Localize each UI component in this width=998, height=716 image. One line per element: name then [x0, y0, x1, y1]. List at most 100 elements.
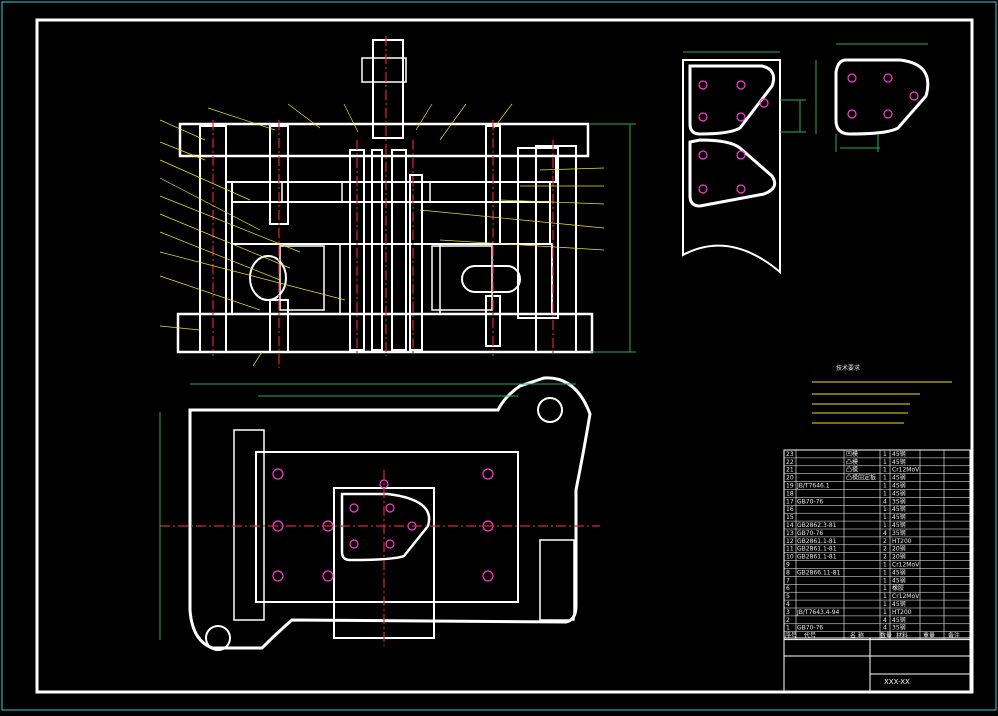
part-number: 13 — [786, 530, 794, 537]
part-qty: 2 — [883, 546, 887, 553]
part-number: 22 — [786, 459, 794, 466]
strip-layout-view — [682, 51, 806, 275]
part-qty: 1 — [883, 506, 887, 513]
part-number: 4 — [786, 601, 790, 608]
part-number: 7 — [786, 577, 790, 584]
part-number: 16 — [786, 506, 794, 513]
part-code: GB2866.11-81 — [797, 569, 841, 576]
part-qty: 1 — [883, 514, 887, 521]
part-material: 45钢 — [892, 482, 906, 490]
part-material: 35钢 — [892, 497, 906, 505]
part-code: JB/T7646.1 — [796, 483, 830, 490]
part-qty: 4 — [883, 625, 887, 632]
part-qty: 4 — [883, 617, 887, 624]
part-number: 19 — [786, 483, 794, 490]
table-header-name: 名 称 — [850, 632, 864, 640]
part-code: JB/T7643.4-94 — [796, 609, 840, 616]
part-material: 45钢 — [892, 489, 906, 497]
part-name: 凸模 — [846, 466, 858, 474]
part-number: 21 — [786, 467, 794, 474]
title-block: XXX-XX — [783, 637, 971, 693]
part-qty: 1 — [883, 569, 887, 576]
part-material: 20钢 — [892, 553, 906, 561]
part-number: 8 — [786, 569, 790, 576]
part-qty: 4 — [883, 530, 887, 537]
table-header-material: 材料 — [896, 632, 908, 640]
table-header-code: 代号 — [804, 632, 816, 640]
part-number: 6 — [786, 585, 790, 592]
part-number: 23 — [786, 451, 794, 458]
part-material: 45钢 — [892, 450, 906, 458]
part-qty: 1 — [883, 459, 887, 466]
part-number: 11 — [786, 546, 794, 553]
part-material: HT200 — [892, 538, 912, 545]
part-number: 14 — [786, 522, 794, 529]
part-number: 3 — [786, 609, 790, 616]
part-name: 凸模固定板 — [846, 474, 876, 482]
part-qty: 1 — [883, 451, 887, 458]
part-qty: 1 — [883, 609, 887, 616]
technical-notes: 技术要求 — [812, 364, 952, 424]
part-code: GB70-76 — [797, 625, 823, 632]
part-number: 15 — [786, 514, 794, 521]
part-code: GB2861.1-81 — [797, 538, 837, 545]
part-material: Cr12MoV — [892, 467, 920, 474]
part-material: 橡胶 — [892, 584, 904, 592]
part-qty: 1 — [883, 577, 887, 584]
part-code: GB2861.1-81 — [797, 554, 837, 561]
part-qty: 1 — [883, 475, 887, 482]
part-qty: 1 — [883, 490, 887, 497]
part-name: 凹模 — [846, 450, 858, 458]
part-qty: 2 — [883, 554, 887, 561]
part-code: GB70-76 — [797, 530, 823, 537]
part-qty: 1 — [883, 522, 887, 529]
part-qty: 2 — [883, 538, 887, 545]
part-blank-view — [815, 43, 930, 152]
part-qty: 4 — [883, 498, 887, 505]
drawing-number: XXX-XX — [884, 678, 910, 686]
part-material: Cr12MoV — [892, 562, 920, 569]
table-header-qty: 数量 — [880, 632, 892, 640]
part-code: GB70-76 — [797, 498, 823, 505]
part-material: 45钢 — [892, 616, 906, 624]
table-header-remark: 备注 — [948, 632, 960, 640]
part-number: 9 — [786, 562, 790, 569]
part-material: 45钢 — [892, 458, 906, 466]
part-code: GB2861.1-81 — [797, 546, 837, 553]
part-material: 45钢 — [892, 576, 906, 584]
plan-view — [159, 376, 600, 651]
part-material: 45钢 — [892, 568, 906, 576]
part-number: 2 — [786, 617, 790, 624]
part-material: 35钢 — [892, 529, 906, 537]
table-header-weight: 重量 — [923, 632, 935, 640]
part-material: 45钢 — [892, 474, 906, 482]
part-qty: 1 — [883, 593, 887, 600]
table-header-no: 序号 — [785, 632, 797, 640]
part-number: 18 — [786, 490, 794, 497]
drawing-border — [35, 18, 974, 694]
part-material: Cr12MoV — [892, 593, 920, 600]
part-code: GB2862.3-81 — [797, 522, 837, 529]
part-number: 10 — [786, 554, 794, 561]
part-qty: 1 — [883, 483, 887, 490]
part-qty: 1 — [883, 562, 887, 569]
part-qty: 1 — [883, 467, 887, 474]
part-material: 45钢 — [892, 513, 906, 521]
part-name: 凸模 — [846, 458, 858, 466]
part-material: 35钢 — [892, 624, 906, 632]
part-number: 20 — [786, 475, 794, 482]
part-material: 45钢 — [892, 521, 906, 529]
part-material: 45钢 — [892, 600, 906, 608]
part-number: 17 — [786, 498, 794, 505]
part-qty: 1 — [883, 585, 887, 592]
part-qty: 1 — [883, 601, 887, 608]
part-material: HT200 — [892, 609, 912, 616]
part-material: 45钢 — [892, 505, 906, 513]
section-view — [159, 36, 636, 368]
part-number: 12 — [786, 538, 794, 545]
part-number: 1 — [786, 625, 790, 632]
